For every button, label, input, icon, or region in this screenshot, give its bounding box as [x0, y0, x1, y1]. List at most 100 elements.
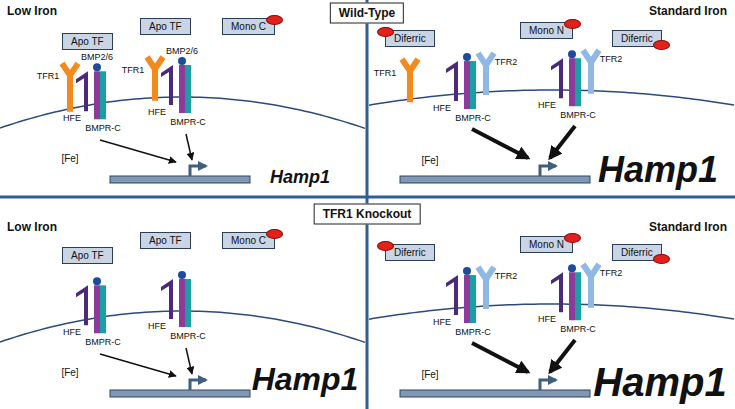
transferrin-box: Diferric [612, 30, 662, 47]
hfe-protein [161, 279, 173, 319]
receptor-complex [551, 264, 599, 320]
tfr2-receptor [583, 50, 599, 93]
transferrin-box: Diferric [385, 244, 435, 261]
hfe-protein [446, 275, 458, 315]
protein-label: BMPR-C [170, 332, 206, 342]
signal-arrow [550, 126, 575, 158]
tfr2-receptor [478, 267, 494, 309]
gene-name: Hamp1 [270, 168, 330, 188]
bmpr-complex [179, 65, 185, 113]
bmpr-complex [100, 285, 106, 333]
protein-label: BMP2/6 [81, 53, 113, 63]
box-text: Mono N [529, 25, 564, 36]
receptor-complex [402, 59, 418, 102]
protein-label: BMPR-C [170, 118, 206, 128]
protein-label: TFR1 [122, 66, 145, 76]
gene-bar [110, 390, 250, 397]
receptor-complex [147, 57, 191, 113]
box-text: Apo TF [149, 235, 182, 246]
signal-arrow [186, 348, 192, 374]
iron-atom [266, 15, 283, 25]
receptor-complex [76, 277, 106, 333]
promoter-arrow [540, 166, 556, 176]
bmp-ligand [463, 267, 471, 275]
box-text: Apo TF [71, 36, 104, 47]
bmpr-complex [470, 275, 476, 323]
protein-label: TFR2 [495, 272, 518, 282]
bmp-ligand [178, 271, 186, 279]
bmp-ligand [93, 63, 101, 71]
protein-label: BMPR-C [85, 338, 121, 348]
bmp-ligand [463, 53, 471, 61]
protein-label: BMPR-C [560, 111, 596, 121]
protein-label: TFR2 [495, 58, 518, 68]
signal-arrow [100, 140, 176, 162]
tfr1-receptor [62, 63, 78, 111]
protein-label: TFR2 [600, 269, 623, 279]
bmpr-complex [569, 58, 575, 106]
hfe-protein [551, 272, 563, 312]
bmpr-complex [575, 58, 581, 106]
gene-bar [400, 176, 590, 183]
protein-label: HFE [148, 108, 166, 118]
protein-label: HFE [63, 328, 81, 338]
box-text: Mono C [231, 235, 266, 246]
transferrin-box: Apo TF [62, 33, 113, 50]
box-text: Apo TF [149, 21, 182, 32]
box-text: Apo TF [71, 250, 104, 261]
receptor-complex [446, 267, 494, 323]
protein-label: [Fe] [421, 155, 438, 166]
bmp-ligand [93, 277, 101, 285]
bmpr-complex [185, 65, 191, 113]
promoter-arrow [540, 380, 556, 390]
iron-atom [653, 40, 670, 50]
gene-name: Hamp1 [593, 360, 726, 404]
bmpr-complex [464, 61, 470, 109]
protein-label: BMPR-C [85, 124, 121, 134]
protein-label: BMP2/6 [166, 47, 198, 57]
condition-label: Low Iron [7, 221, 57, 234]
bmp-ligand [178, 57, 186, 65]
bmp-ligand [568, 264, 576, 272]
box-text: TFR1 Knockout [323, 207, 412, 221]
bmpr-complex [185, 279, 191, 327]
protein-label: [Fe] [61, 367, 78, 378]
gene-name: Hamp1 [252, 362, 359, 397]
receptor-complex [62, 63, 106, 119]
iron-atom [377, 27, 394, 37]
protein-label: [Fe] [421, 369, 438, 380]
box-text: Diferric [621, 33, 653, 44]
bmp-ligand [568, 50, 576, 58]
protein-label: BMPR-C [560, 325, 596, 335]
iron-atom [564, 233, 581, 243]
panel-title-box: Wild-Type [330, 3, 404, 24]
box-text: Mono N [529, 239, 564, 250]
panel-title-box: TFR1 Knockout [314, 204, 421, 225]
condition-label: Standard Iron [649, 5, 727, 18]
transferrin-box: Diferric [612, 244, 662, 261]
tfr1-receptor [402, 59, 418, 102]
bmpr-complex [470, 61, 476, 109]
protein-label: HFE [433, 318, 451, 328]
protein-label: TFR2 [600, 55, 623, 65]
box-text: Mono C [231, 21, 266, 32]
protein-label: BMPR-C [455, 114, 491, 124]
iron-atom [266, 229, 283, 239]
transferrin-box: Mono C [222, 232, 275, 249]
hfe-protein [446, 61, 458, 101]
gene-bar [400, 390, 590, 397]
protein-label: HFE [538, 315, 556, 325]
receptor-complex [161, 271, 191, 327]
receptor-complex [446, 53, 494, 109]
bmpr-complex [179, 279, 185, 327]
transferrin-box: Apo TF [62, 247, 113, 264]
condition-label: Standard Iron [649, 221, 727, 234]
box-text: Diferric [621, 247, 653, 258]
iron-atom [653, 254, 670, 264]
protein-label: TFR1 [374, 69, 397, 79]
receptor-complex [551, 50, 599, 106]
signal-arrow [186, 134, 192, 160]
protein-label: HFE [433, 104, 451, 114]
transferrin-box: Apo TF [140, 18, 191, 35]
tfr1-receptor [147, 57, 163, 101]
